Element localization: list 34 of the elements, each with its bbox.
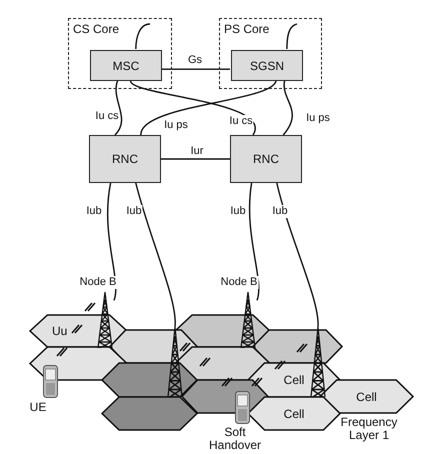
core-network-group (219, 18, 322, 89)
antenna-tower (166, 327, 184, 397)
group-title: PS Core (224, 22, 270, 36)
connector-line (248, 182, 260, 301)
cell-hexagon (102, 397, 197, 430)
edge-label: Iu ps (305, 112, 331, 125)
connector-line (140, 80, 277, 136)
frequency-layer-label: Frequency Layer 1 (340, 416, 398, 442)
connector-line (107, 182, 116, 301)
connector-line (130, 80, 256, 136)
connector-line (161, 68, 230, 70)
network-element-box: SGSN (231, 50, 303, 81)
antenna-tower (96, 292, 114, 348)
edge-label: Iub (271, 205, 289, 218)
connector-line (135, 23, 150, 50)
antenna-tower (309, 327, 327, 397)
network-element-box: RNC (230, 135, 302, 183)
connector-line (114, 80, 122, 136)
core-network-group (68, 18, 172, 89)
connector-line (276, 182, 319, 328)
connector-line (161, 158, 230, 160)
network-element-box: MSC (90, 50, 162, 81)
connector-line (135, 182, 176, 328)
network-element-box: RNC (89, 135, 161, 183)
connector-line (286, 23, 298, 50)
connector-line (282, 80, 293, 136)
node-caption: Node B (220, 276, 258, 289)
cell-hexagon: Cell (248, 397, 340, 430)
antenna-tower (239, 292, 257, 348)
edge-label: Iu ps (163, 119, 189, 132)
node-caption: Node B (78, 276, 118, 289)
cell-hexagon: Cell (320, 380, 413, 413)
ue-label: UE (30, 401, 46, 414)
group-title: CS Core (73, 22, 120, 36)
